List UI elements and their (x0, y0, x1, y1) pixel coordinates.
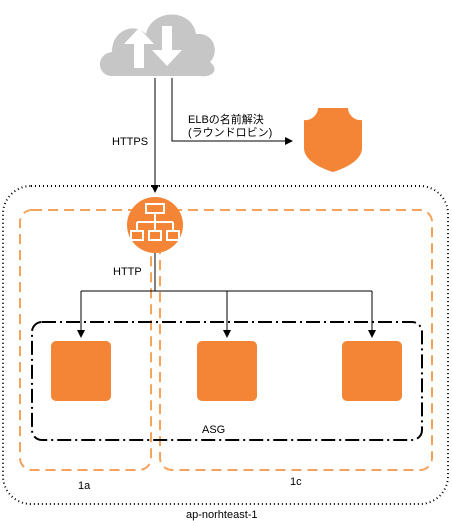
https-label: HTTPS (112, 136, 148, 148)
http-label: HTTP (113, 266, 142, 278)
ec2-instance-icon (342, 341, 402, 401)
ec2-instance-icon (51, 341, 111, 401)
cloud-upload-download-icon (99, 14, 215, 77)
az-1a-label: 1a (78, 480, 91, 492)
ec2-instance-icon (197, 341, 257, 401)
http-connectors (77, 253, 376, 338)
region-label: ap-norhteast-1 (186, 509, 258, 521)
elb-icon (127, 197, 183, 253)
availability-zone-1a (19, 209, 152, 471)
dns-connector (171, 78, 293, 145)
dns-label-line2: (ラウンドロビン) (188, 126, 272, 139)
availability-zone-1c (159, 209, 433, 471)
az-1c-label: 1c (290, 476, 302, 488)
dns-label-line1: ELBの名前解決 (188, 112, 264, 126)
route53-shield-icon (304, 108, 362, 172)
auto-scaling-group (31, 321, 423, 441)
asg-label: ASG (202, 424, 225, 436)
